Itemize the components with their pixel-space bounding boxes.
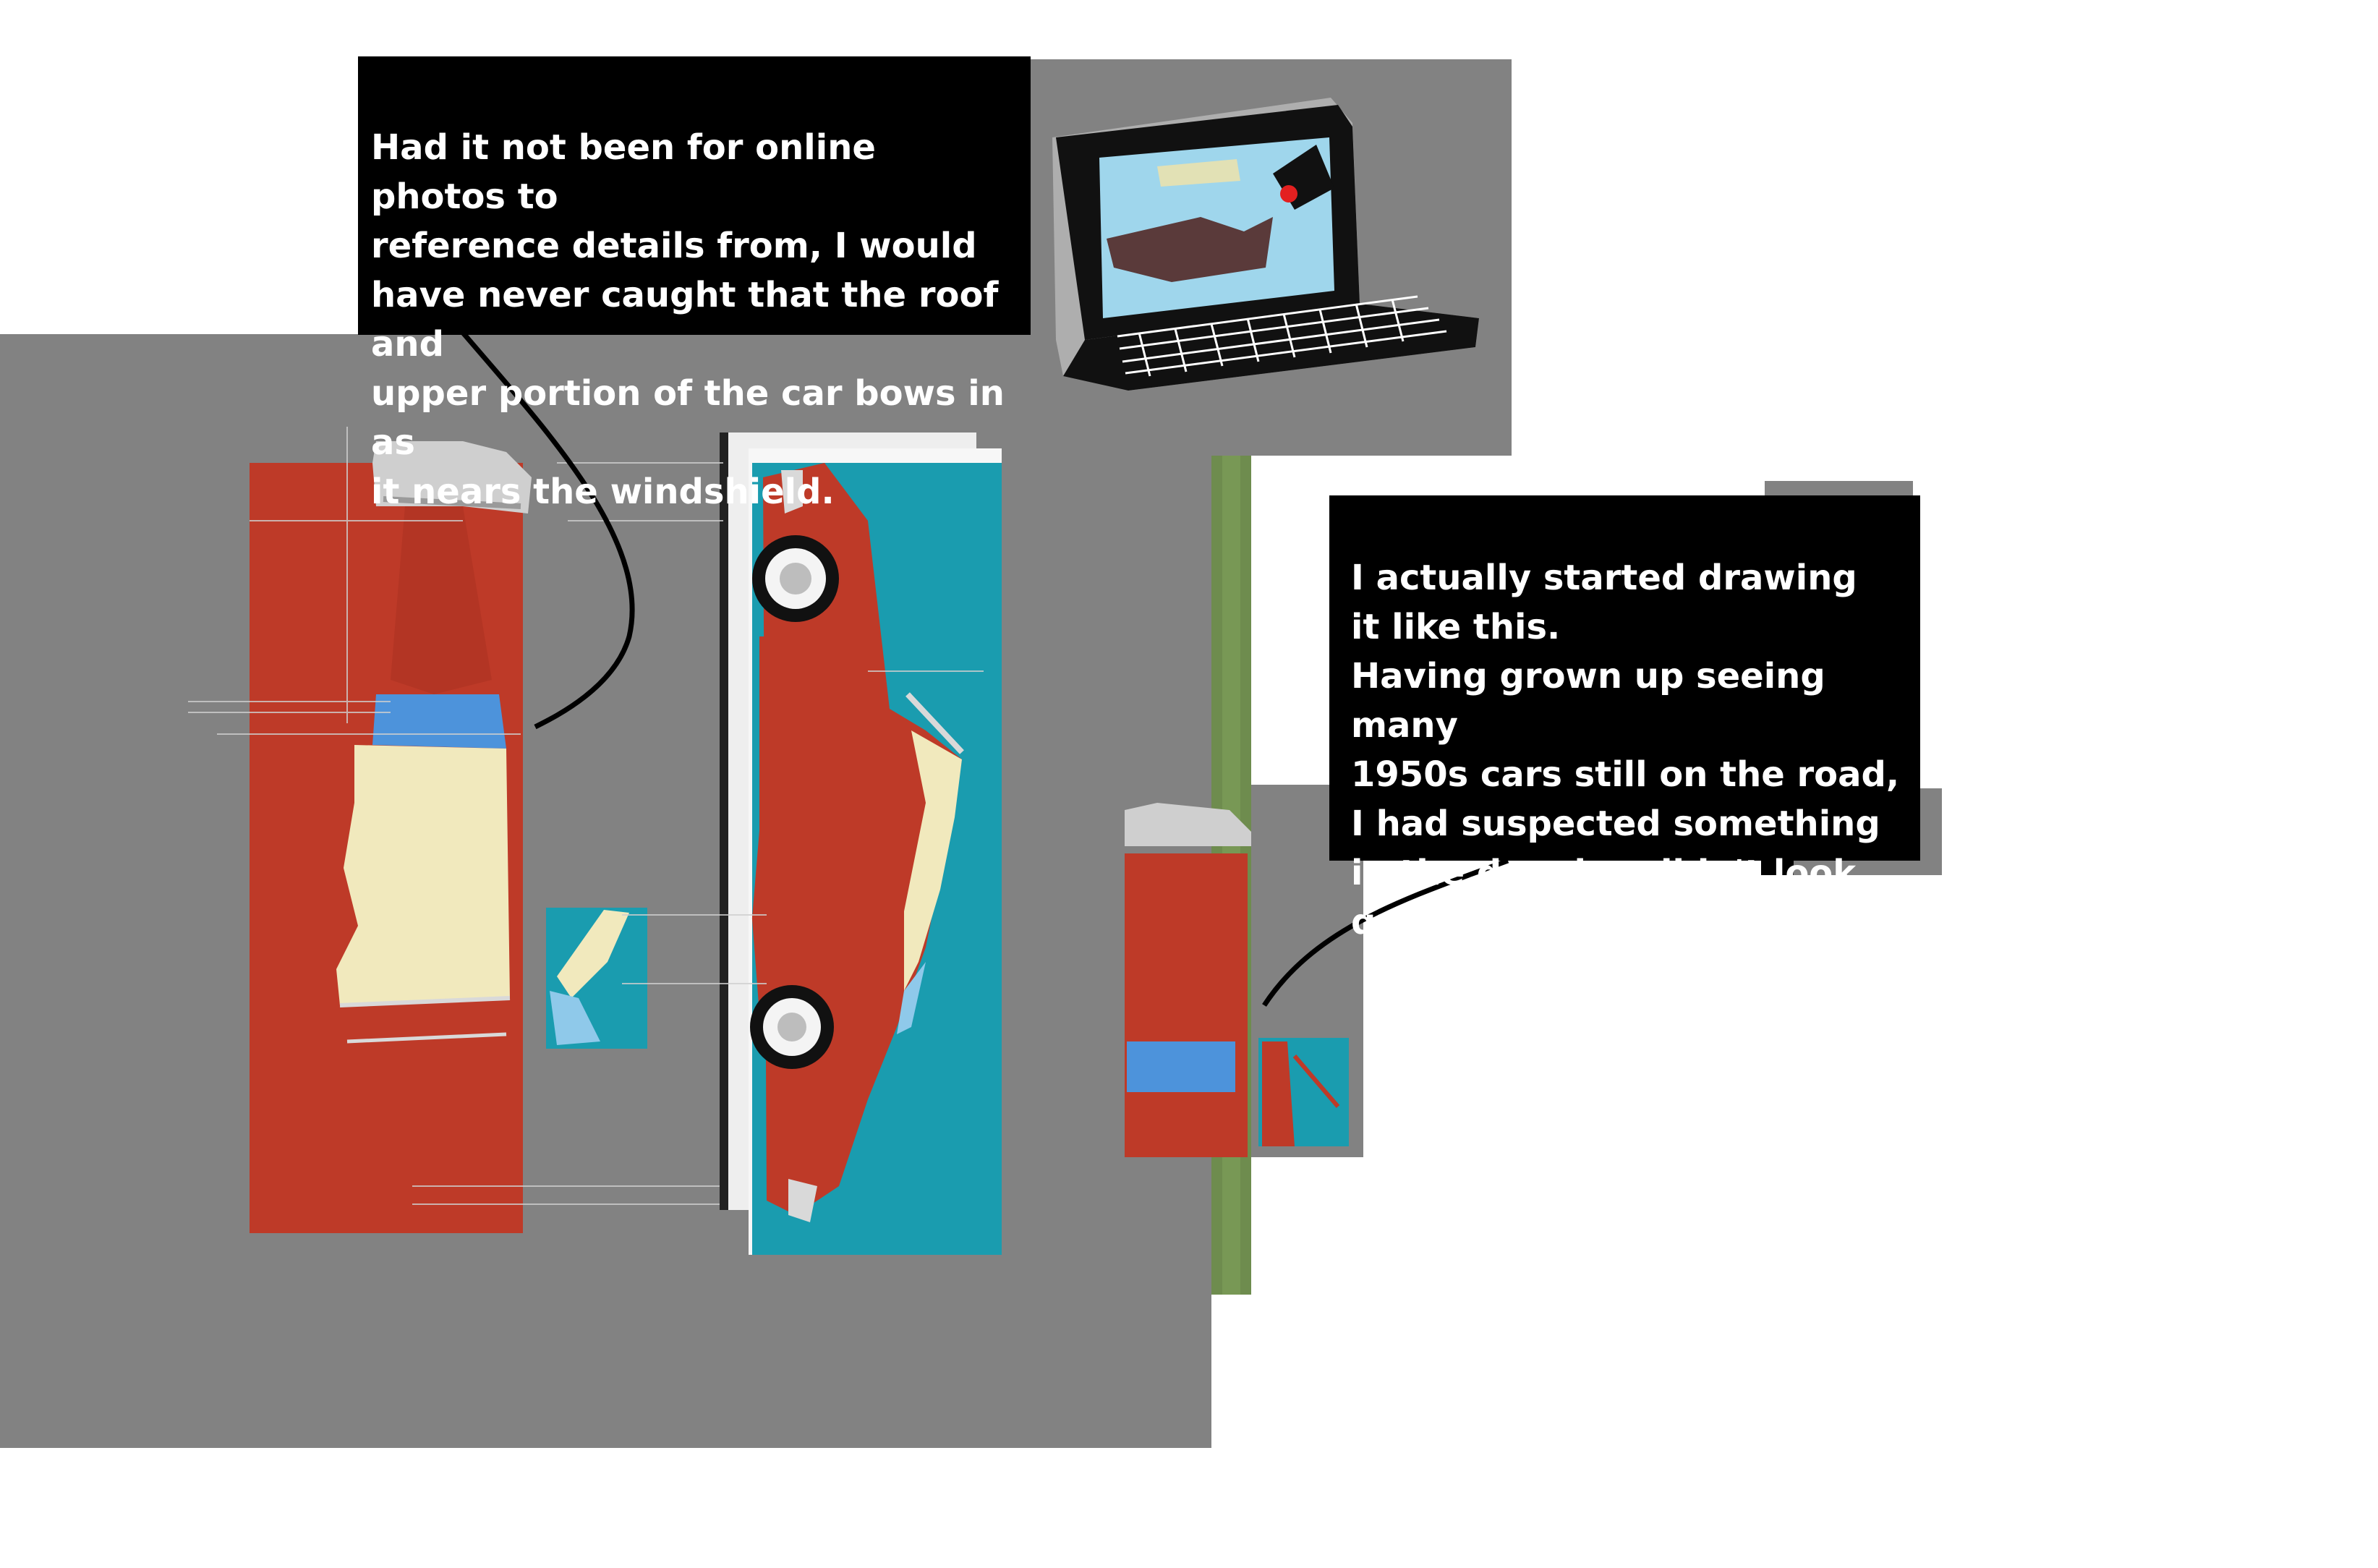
top-caption-box: Had it not been for online photos to ref… bbox=[358, 56, 1031, 512]
small-teal-swatch bbox=[546, 908, 647, 1049]
laptop-illustration bbox=[1052, 98, 1479, 391]
right-caption-pointer bbox=[1262, 858, 1509, 1007]
right-caption-box: I actually started drawing it like this.… bbox=[1329, 495, 1920, 942]
top-caption-text: Had it not been for online photos to ref… bbox=[371, 127, 1005, 512]
left-car-illustration bbox=[188, 427, 730, 1233]
center-car-illustration bbox=[557, 433, 1002, 1255]
right-caption-text: I actually started drawing it like this.… bbox=[1351, 558, 1900, 942]
right-car-illustration bbox=[1125, 803, 1349, 1157]
top-caption-pointer bbox=[461, 331, 635, 730]
